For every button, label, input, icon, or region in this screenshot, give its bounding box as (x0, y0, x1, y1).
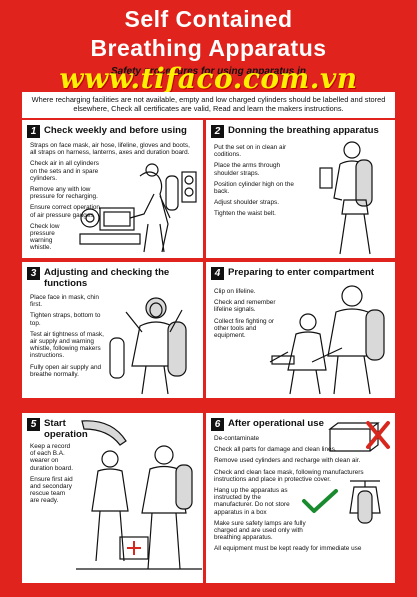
step-text: Tighten straps, bottom to top. (30, 312, 101, 327)
step-text: Clip on lifeline. (214, 288, 256, 295)
hung-apparatus-icon (349, 480, 381, 524)
step-text: Ensure correct operation of air pressure… (30, 204, 100, 219)
step-text: Check low pressure warning whistle. (30, 222, 60, 252)
step-number-badge: 2 (211, 125, 224, 138)
step-text: Place the arms through shoulder straps. (214, 162, 281, 177)
panel-header: 4 Preparing to enter compartment (211, 267, 391, 280)
panel-title: Donning the breathing apparatus (228, 125, 379, 136)
step-text: Tighten the waist belt. (214, 210, 276, 218)
panel-header: 2 Donning the breathing apparatus (211, 125, 391, 138)
panel-title: After operational use (228, 418, 324, 429)
step-text: Check and remember lifeline signals. (214, 299, 276, 314)
storage-box-icon (328, 421, 390, 452)
poster-title-line1: Self Contained (124, 6, 293, 32)
step-number-badge: 6 (211, 418, 224, 431)
step-text: Check air in all cylinders on the sets a… (30, 160, 99, 182)
step-list: De-contaminate Check all parts for damag… (214, 435, 386, 557)
step-number-badge: 1 (27, 125, 40, 138)
step-list: Clip on lifeline. Check and remember lif… (214, 288, 282, 343)
step-text: All equipment must be kept ready for imm… (214, 545, 362, 553)
step-text: Straps on face mask, air hose, lifeline,… (30, 142, 190, 157)
panel-title: Start operation (44, 418, 88, 440)
panel-title: Check weekly and before using (44, 125, 187, 136)
panel-start-operation: 5 Start operation Keep a record of each … (22, 413, 203, 583)
two-workers-with-tools-icon (269, 285, 385, 395)
step-text: Fully open air supply and breathe normal… (30, 363, 102, 378)
panel-title: Preparing to enter compartment (228, 267, 375, 278)
step-text: Ensure first aid and secondary rescue te… (30, 475, 73, 505)
step-list: Straps on face mask, air hose, lifeline,… (30, 142, 190, 256)
step-text: Check all parts for damage and clean lin… (214, 446, 337, 454)
step-text: Put the set on in clean air coditions. (214, 144, 287, 159)
step-list: Put the set on in clean air coditions. P… (214, 144, 306, 222)
step-number-badge: 5 (27, 418, 40, 431)
step-text: Keep a record of each B.A. wearer on dur… (30, 443, 73, 472)
worker-donning-apparatus-icon (319, 141, 373, 255)
panel-adjusting-checking: 3 Adjusting and checking the functions P… (22, 262, 203, 398)
step-text: Test air tightness of mask, air supply a… (30, 330, 104, 360)
step-number-badge: 3 (27, 267, 40, 280)
step-text: Hang up the apparatus as instructed by t… (214, 487, 290, 516)
panel-preparing-enter: 4 Preparing to enter compartment Clip on… (206, 262, 395, 398)
check-mark-icon (302, 489, 338, 513)
website-watermark: www.tifaco.com.vn (59, 62, 358, 95)
step-list: Place face in mask, chin first. Tighten … (30, 294, 104, 382)
poster-subtitle: Safety procedures for using apparatus in (110, 66, 307, 77)
worker-checking-equipment-icon (79, 163, 197, 253)
panel-title: Adjusting and checking the functions (44, 267, 170, 289)
step-text: Make sure safety lamps are fully charged… (214, 519, 306, 542)
worker-adjusting-mask-icon (109, 297, 187, 395)
step-text: Collect fire fighting or other tools and… (214, 317, 275, 340)
step-text: De-contaminate (214, 435, 260, 442)
step-text: Remove any with low pressure for recharg… (30, 186, 98, 201)
step-text: Check and clean face mask, following man… (214, 468, 364, 483)
panel-header: 6 After operational use (211, 418, 391, 431)
panel-header: 1 Check weekly and before using (27, 125, 199, 138)
poster-title-line2: Breathing Apparatus (90, 35, 327, 61)
panel-check-weekly: 1 Check weekly and before using Straps o… (22, 120, 203, 258)
step-text: Remove used cylinders and recharge with … (214, 457, 361, 465)
rescue-team-icon (76, 420, 202, 570)
panel-after-operational-use: 6 After operational use De-contaminate C… (206, 413, 395, 583)
step-text: Adjust shoulder straps. (214, 199, 280, 207)
step-list: Keep a record of each B.A. wearer on dur… (30, 443, 74, 509)
step-number-badge: 4 (211, 267, 224, 280)
intro-notice: Where recharging facilities are not avai… (22, 92, 395, 118)
panel-header: 5 Start operation (27, 418, 199, 440)
panel-header: 3 Adjusting and checking the functions (27, 267, 199, 289)
cross-mark-icon (366, 421, 390, 449)
step-text: Place face in mask, chin first. (30, 294, 99, 309)
step-text: Position cylinder high on the back. (214, 180, 294, 196)
panel-donning-apparatus: 2 Donning the breathing apparatus Put th… (206, 120, 395, 258)
